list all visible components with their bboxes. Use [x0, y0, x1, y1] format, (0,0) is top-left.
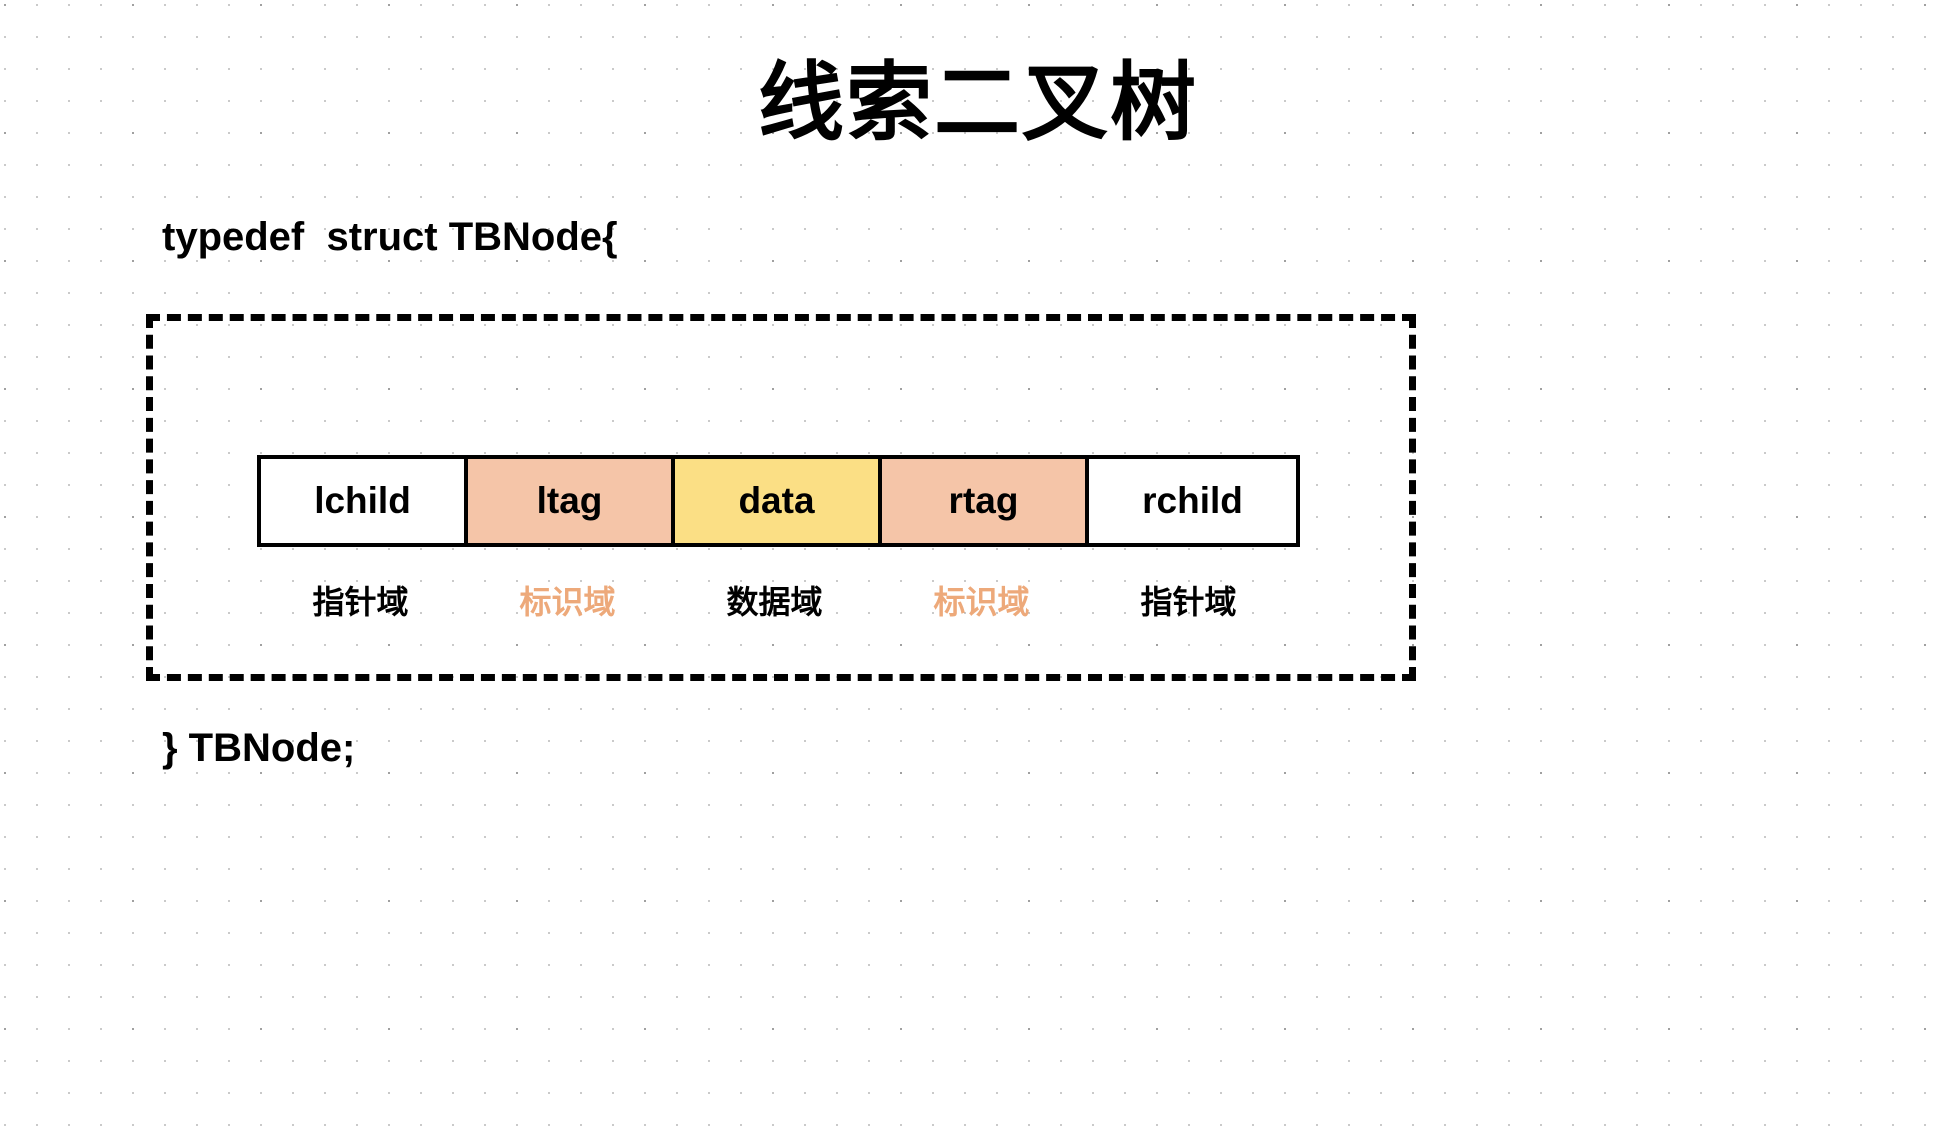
- node-field-table: lchild ltag data rtag rchild: [257, 455, 1300, 547]
- struct-closing-text: } TBNode;: [162, 726, 356, 770]
- field-legend-row: 指针域 标识域 数据域 标识域 指针域: [257, 570, 1292, 630]
- page-title: 线索二叉树: [758, 55, 1198, 151]
- field-cell-lchild[interactable]: lchild: [261, 459, 468, 543]
- legend-rchild: 指针域: [1140, 584, 1237, 620]
- legend-ltag: 标识域: [519, 584, 616, 620]
- field-cell-data[interactable]: data: [675, 459, 882, 543]
- field-cell-ltag[interactable]: ltag: [468, 459, 675, 543]
- legend-lchild: 指针域: [312, 584, 409, 620]
- struct-body-dashed-box: [146, 314, 1416, 681]
- legend-rtag: 标识域: [933, 584, 1030, 620]
- typedef-declaration-text: typedef struct TBNode{: [162, 215, 618, 259]
- field-cell-rchild[interactable]: rchild: [1089, 459, 1296, 543]
- legend-data: 数据域: [726, 584, 823, 620]
- field-cell-rtag[interactable]: rtag: [882, 459, 1089, 543]
